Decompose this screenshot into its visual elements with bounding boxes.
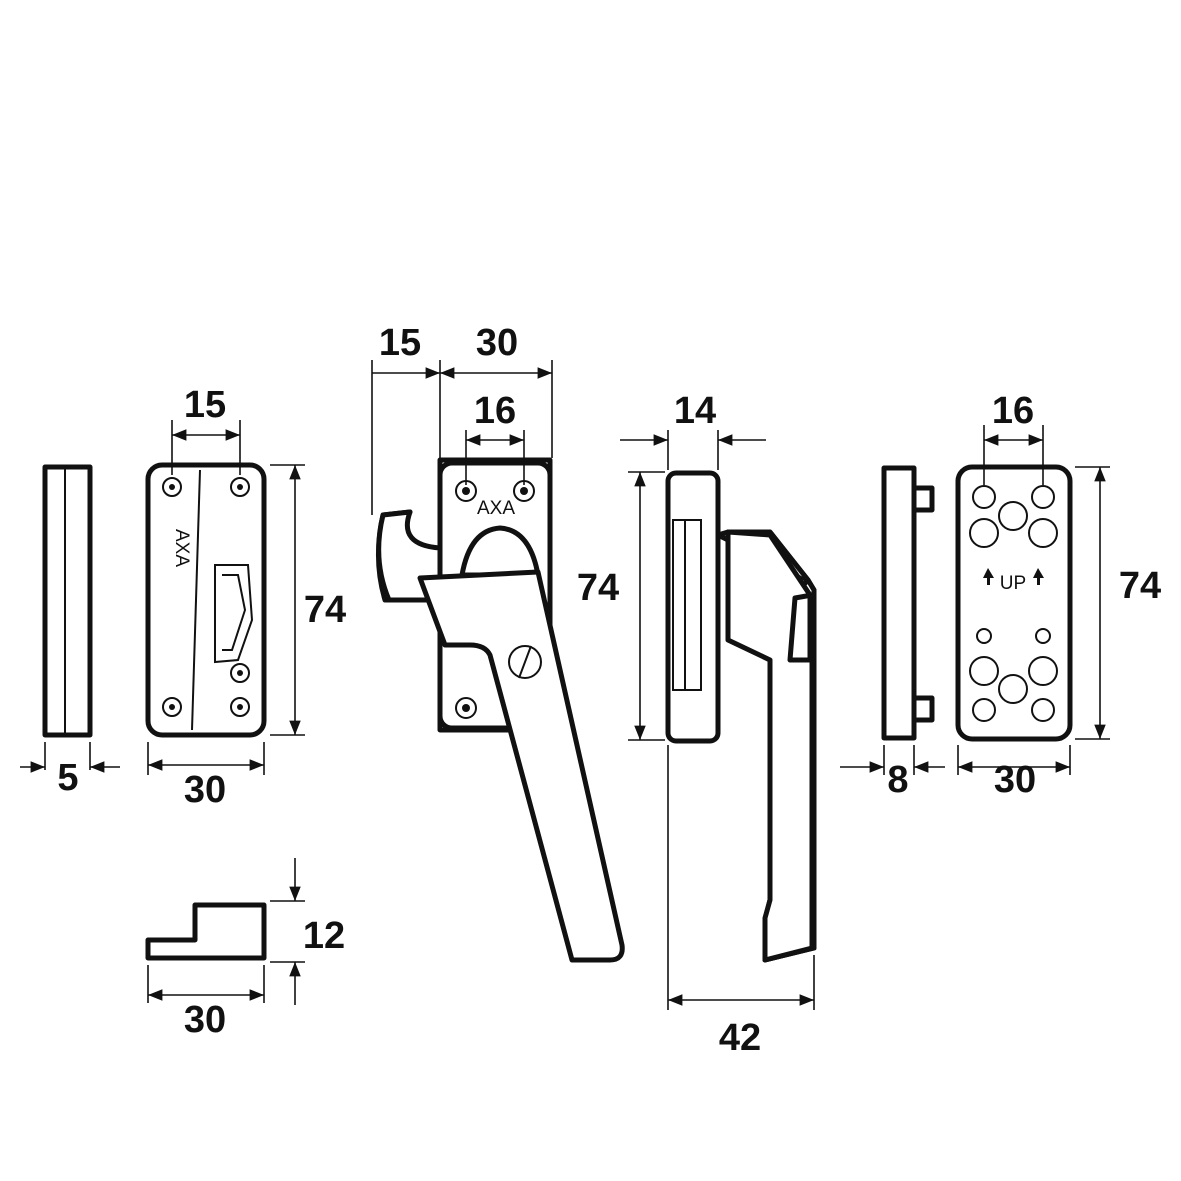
dim-side-projection: 42	[719, 1017, 761, 1059]
arrow-up-icon	[983, 568, 994, 585]
handle-front: AXA 15 30 16 74	[371, 322, 625, 963]
dim-strike-height: 74	[304, 589, 346, 631]
dim-plate-width: 30	[994, 759, 1036, 801]
up-marking: UP	[1000, 573, 1026, 594]
dim-plate-thickness: 8	[887, 759, 908, 801]
mounting-hole-icon	[969, 485, 1058, 722]
mounting-plate-side: 8	[840, 465, 945, 801]
dim-strike-hole-spacing: 15	[184, 384, 226, 426]
brand-marking: AXA	[171, 529, 192, 567]
brand-marking: AXA	[477, 498, 515, 519]
stepped-block: 12 30	[145, 858, 345, 1041]
dim-plate-hole-spacing: 16	[992, 390, 1034, 432]
dim-handle-hole-spacing: 16	[474, 390, 516, 432]
dim-plate-height: 74	[1119, 565, 1161, 607]
handle-side: 14 42	[620, 390, 817, 1059]
dim-side-depth: 14	[674, 390, 716, 432]
dim-block-width: 30	[184, 999, 226, 1041]
side-strip: 5	[20, 464, 120, 799]
dim-handle-height: 74	[577, 567, 619, 609]
mounting-plate-front: UP 16 74 30	[955, 390, 1161, 801]
strike-plate: AXA 15 74 30	[145, 384, 346, 811]
screw-hole-icon	[162, 477, 250, 717]
arrow-up-icon	[1033, 568, 1044, 585]
dim-strip-thickness: 5	[57, 757, 78, 799]
dim-handle-base-width: 30	[476, 322, 518, 364]
dim-hook-offset: 15	[379, 322, 421, 364]
dim-block-height: 12	[303, 915, 345, 957]
dim-strike-width: 30	[184, 769, 226, 811]
